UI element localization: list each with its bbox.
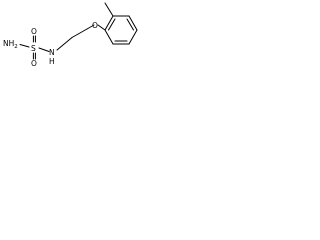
atom-label-nitrogen: N [49, 48, 55, 57]
ring-bond-6 [104, 29, 114, 45]
bond-n-c1 [56, 37, 73, 51]
ring-bond-1 [104, 15, 114, 31]
ring-double-bond-2 [126, 18, 134, 31]
atom-label-sulfur: S [31, 44, 36, 53]
bond-n-s [19, 44, 30, 48]
bond-ring-methyl [104, 2, 114, 17]
bond-c1-c2 [71, 28, 88, 38]
atom-label-amine: NH2 [3, 39, 18, 50]
bond-layer [19, 2, 138, 60]
ring-bond-4 [128, 29, 138, 45]
bond-c2-o [86, 24, 95, 30]
atom-label-layer: NH2 S O O N H O [3, 21, 98, 68]
atom-label-oxo-bottom: O [31, 59, 37, 68]
ring-double-bond-1 [108, 18, 116, 31]
atom-label-ether-oxygen: O [92, 21, 98, 30]
bond-o-ring [97, 24, 106, 31]
atom-label-nitrogen-hydrogen: H [49, 57, 55, 66]
bond-s-n [38, 47, 50, 52]
atom-label-oxo-top: O [31, 27, 37, 36]
chemical-structure-diagram: NH2 S O O N H O [3, 2, 138, 68]
ring-bond-3 [128, 15, 138, 31]
